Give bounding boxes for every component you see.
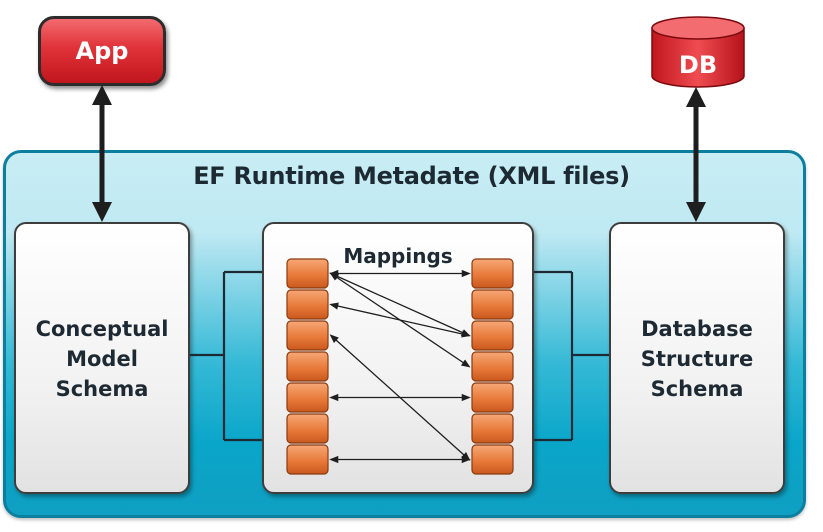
database-label-line-3: Schema	[650, 377, 744, 401]
left-mapping-slot	[286, 289, 329, 320]
conceptual-model-schema-box: Conceptual Model Schema	[14, 222, 190, 494]
right-mapping-slot	[471, 444, 514, 475]
left-bracket-connector	[190, 270, 262, 442]
mapping-link-arrow	[329, 302, 471, 338]
db-cylinder-icon	[651, 16, 745, 88]
right-mapping-slot	[471, 320, 514, 351]
left-mapping-slot	[286, 444, 329, 475]
database-structure-schema-box: Database Structure Schema	[609, 222, 785, 494]
conceptual-label-line-2: Model	[66, 347, 138, 371]
right-bracket-connector	[534, 270, 609, 442]
mapping-arrows	[329, 269, 471, 464]
right-mapping-slot	[471, 413, 514, 444]
conceptual-label-line-1: Conceptual	[35, 317, 169, 341]
mapping-link-arrow	[329, 272, 471, 337]
left-mapping-slot	[286, 320, 329, 351]
right-mapping-slot	[471, 258, 514, 289]
database-label-line-2: Structure	[640, 347, 754, 371]
mappings-title: Mappings	[343, 244, 453, 268]
left-mapping-slot	[286, 382, 329, 413]
left-mapping-slot	[286, 258, 329, 289]
left-mapping-slot	[286, 413, 329, 444]
mapping-slots	[286, 258, 514, 475]
right-mapping-slot	[471, 289, 514, 320]
database-label-line-1: Database	[641, 317, 753, 341]
app-node: App	[38, 16, 166, 86]
conceptual-label-line-3: Schema	[55, 377, 149, 401]
app-label: App	[75, 37, 129, 65]
panel-title: EF Runtime Metadate (XML files)	[193, 162, 630, 190]
db-label: DB	[678, 51, 718, 79]
left-mapping-slot	[286, 351, 329, 382]
right-mapping-slot	[471, 351, 514, 382]
right-mapping-slot	[471, 382, 514, 413]
